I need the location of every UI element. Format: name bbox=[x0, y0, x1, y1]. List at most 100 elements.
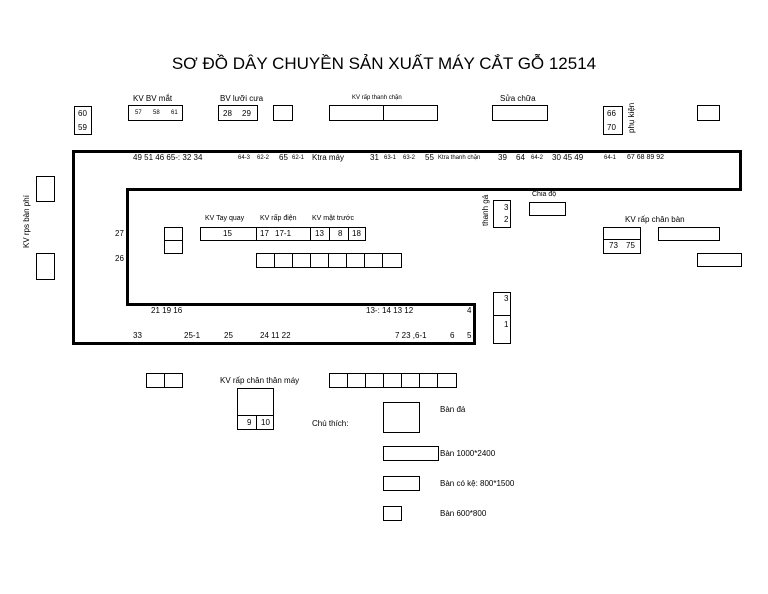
station-1: 1 bbox=[504, 320, 509, 329]
area-sua-chua: Sửa chữa bbox=[500, 94, 536, 103]
station-box-row-3 bbox=[292, 253, 311, 268]
station-box-empty-1 bbox=[273, 105, 293, 121]
area-kv-rap-chan-than-may: KV rấp chân thân máy bbox=[220, 376, 300, 385]
station-61: 61 bbox=[171, 110, 178, 116]
top-row-65: 65 bbox=[279, 153, 288, 162]
station-box-66-70 bbox=[603, 106, 623, 135]
bottom-row-33: 33 bbox=[133, 331, 142, 340]
station-box-3-2 bbox=[493, 200, 511, 228]
station-10: 10 bbox=[261, 418, 270, 427]
station-box-than-may-1 bbox=[329, 373, 348, 388]
station-17-1: 17-1 bbox=[275, 229, 292, 238]
top-row-39: 39 bbox=[498, 153, 507, 162]
legend-ban-co-ke: Bàn có kệ: 800*1500 bbox=[440, 479, 515, 488]
station-box-kv-bv-mat bbox=[128, 105, 183, 121]
legend-ban-1000: Bàn 1000*2400 bbox=[440, 449, 496, 458]
station-26: 26 bbox=[115, 254, 124, 263]
area-kv-tay-quay: KV Tay quay bbox=[205, 215, 245, 222]
station-box-empty-2 bbox=[697, 105, 720, 121]
station-box-9-10-top bbox=[237, 388, 274, 416]
mid-row-left: 21 19 16 bbox=[151, 306, 183, 315]
station-57: 57 bbox=[135, 110, 142, 116]
station-box-9-10-divider bbox=[256, 415, 258, 430]
station-13-box: 13 bbox=[315, 229, 324, 238]
bottom-row-25-1: 25-1 bbox=[184, 331, 201, 340]
area-kv-rap-dien: KV rấp điện bbox=[260, 215, 297, 222]
diagram-title: SƠ ĐỒ DÂY CHUYỀN SẢN XUẤT MÁY CẮT GỖ 125… bbox=[171, 54, 597, 73]
legend-box-ban-1000 bbox=[383, 446, 439, 461]
area-kv-rap-chan-ban: KV rấp chân bàn bbox=[625, 215, 685, 224]
top-row-left: 49 51 46 65-: 32 34 bbox=[133, 153, 203, 162]
station-2: 2 bbox=[504, 215, 509, 224]
top-row-63-2: 63-2 bbox=[403, 155, 416, 161]
top-row-62-1: 62-1 bbox=[292, 155, 305, 161]
station-29: 29 bbox=[242, 109, 251, 118]
top-row-30-45-49: 30 45 49 bbox=[552, 153, 584, 162]
station-box-row-8 bbox=[382, 253, 402, 268]
area-bv-luoi-cua: BV lưỡi cưa bbox=[220, 94, 264, 103]
station-box-3-1-divider bbox=[493, 315, 511, 317]
area-kv-bv-mat: KV BV mắt bbox=[133, 94, 173, 103]
station-3a: 3 bbox=[504, 203, 509, 212]
area-kv-mat-truoc: KV mặt trước bbox=[312, 215, 354, 222]
station-box-73-75 bbox=[603, 239, 641, 254]
station-66: 66 bbox=[607, 109, 616, 118]
station-60: 60 bbox=[78, 109, 87, 118]
legend-box-ban-co-ke bbox=[383, 476, 420, 491]
line-inner-top bbox=[126, 188, 742, 191]
station-box-row-5 bbox=[328, 253, 347, 268]
station-box-9-10 bbox=[237, 415, 274, 430]
top-row-64-1: 64-1 bbox=[604, 155, 617, 161]
station-17: 17 bbox=[260, 229, 269, 238]
station-box-chia-do bbox=[529, 202, 566, 216]
station-box-than-may-4 bbox=[383, 373, 402, 388]
mid-row-end: 4 bbox=[467, 306, 472, 315]
line-inner-bottom bbox=[126, 303, 476, 306]
top-row-31: 31 bbox=[370, 153, 379, 162]
station-box-than-may-3 bbox=[365, 373, 384, 388]
legend-title: Chú thích: bbox=[312, 419, 349, 428]
legend-box-ban-da bbox=[383, 402, 420, 433]
station-15: 15 bbox=[223, 229, 232, 238]
station-box-row-7 bbox=[364, 253, 383, 268]
station-58: 58 bbox=[153, 110, 160, 116]
top-row-63-1: 63-1 bbox=[384, 155, 397, 161]
station-box-thanh-chan-1 bbox=[329, 105, 385, 121]
station-3b: 3 bbox=[504, 294, 509, 303]
station-9: 9 bbox=[247, 418, 252, 427]
bottom-row-6: 6 bbox=[450, 331, 455, 340]
station-box-than-may-2 bbox=[347, 373, 366, 388]
station-27: 27 bbox=[115, 229, 124, 238]
station-box-row-4 bbox=[310, 253, 329, 268]
station-70: 70 bbox=[607, 123, 616, 132]
station-box-rps-2 bbox=[36, 253, 55, 280]
station-box-sua-chua bbox=[492, 105, 548, 121]
top-row-64: 64 bbox=[516, 153, 525, 162]
legend-ban-600: Bàn 600*800 bbox=[440, 509, 487, 518]
station-box-chan-ban-3 bbox=[697, 253, 742, 267]
station-box-60-59 bbox=[74, 106, 92, 135]
station-box-chan-ban-2 bbox=[658, 227, 720, 241]
bottom-row-5: 5 bbox=[467, 331, 472, 340]
bottom-row-7-23-6-1: 7 23 ,6-1 bbox=[395, 331, 427, 340]
station-box-than-may-5 bbox=[401, 373, 420, 388]
top-row-64-3: 64-3 bbox=[238, 155, 251, 161]
station-box-bv-luoi-cua bbox=[218, 105, 258, 121]
line-outer-left bbox=[72, 150, 75, 345]
bottom-row-24-11-22: 24 11 22 bbox=[260, 331, 291, 340]
area-kv-rps-ban-phi: KV rps bàn phí bbox=[22, 195, 31, 248]
station-box-than-may-7 bbox=[437, 373, 457, 388]
line-outer-bottom bbox=[72, 342, 476, 345]
station-box-mat-truoc-3 bbox=[348, 227, 366, 241]
station-8: 8 bbox=[338, 229, 343, 238]
station-box-27-26-b bbox=[164, 240, 183, 254]
legend-ban-da: Bàn đá bbox=[440, 405, 466, 414]
station-box-left-1 bbox=[146, 373, 165, 388]
station-box-3-1 bbox=[493, 292, 511, 344]
station-box-row-6 bbox=[346, 253, 365, 268]
station-box-left-2 bbox=[164, 373, 183, 388]
line-outer-top bbox=[72, 150, 742, 153]
station-73: 73 bbox=[609, 241, 618, 250]
legend-box-ban-600 bbox=[383, 506, 402, 521]
station-box-27-26-a bbox=[164, 227, 183, 241]
